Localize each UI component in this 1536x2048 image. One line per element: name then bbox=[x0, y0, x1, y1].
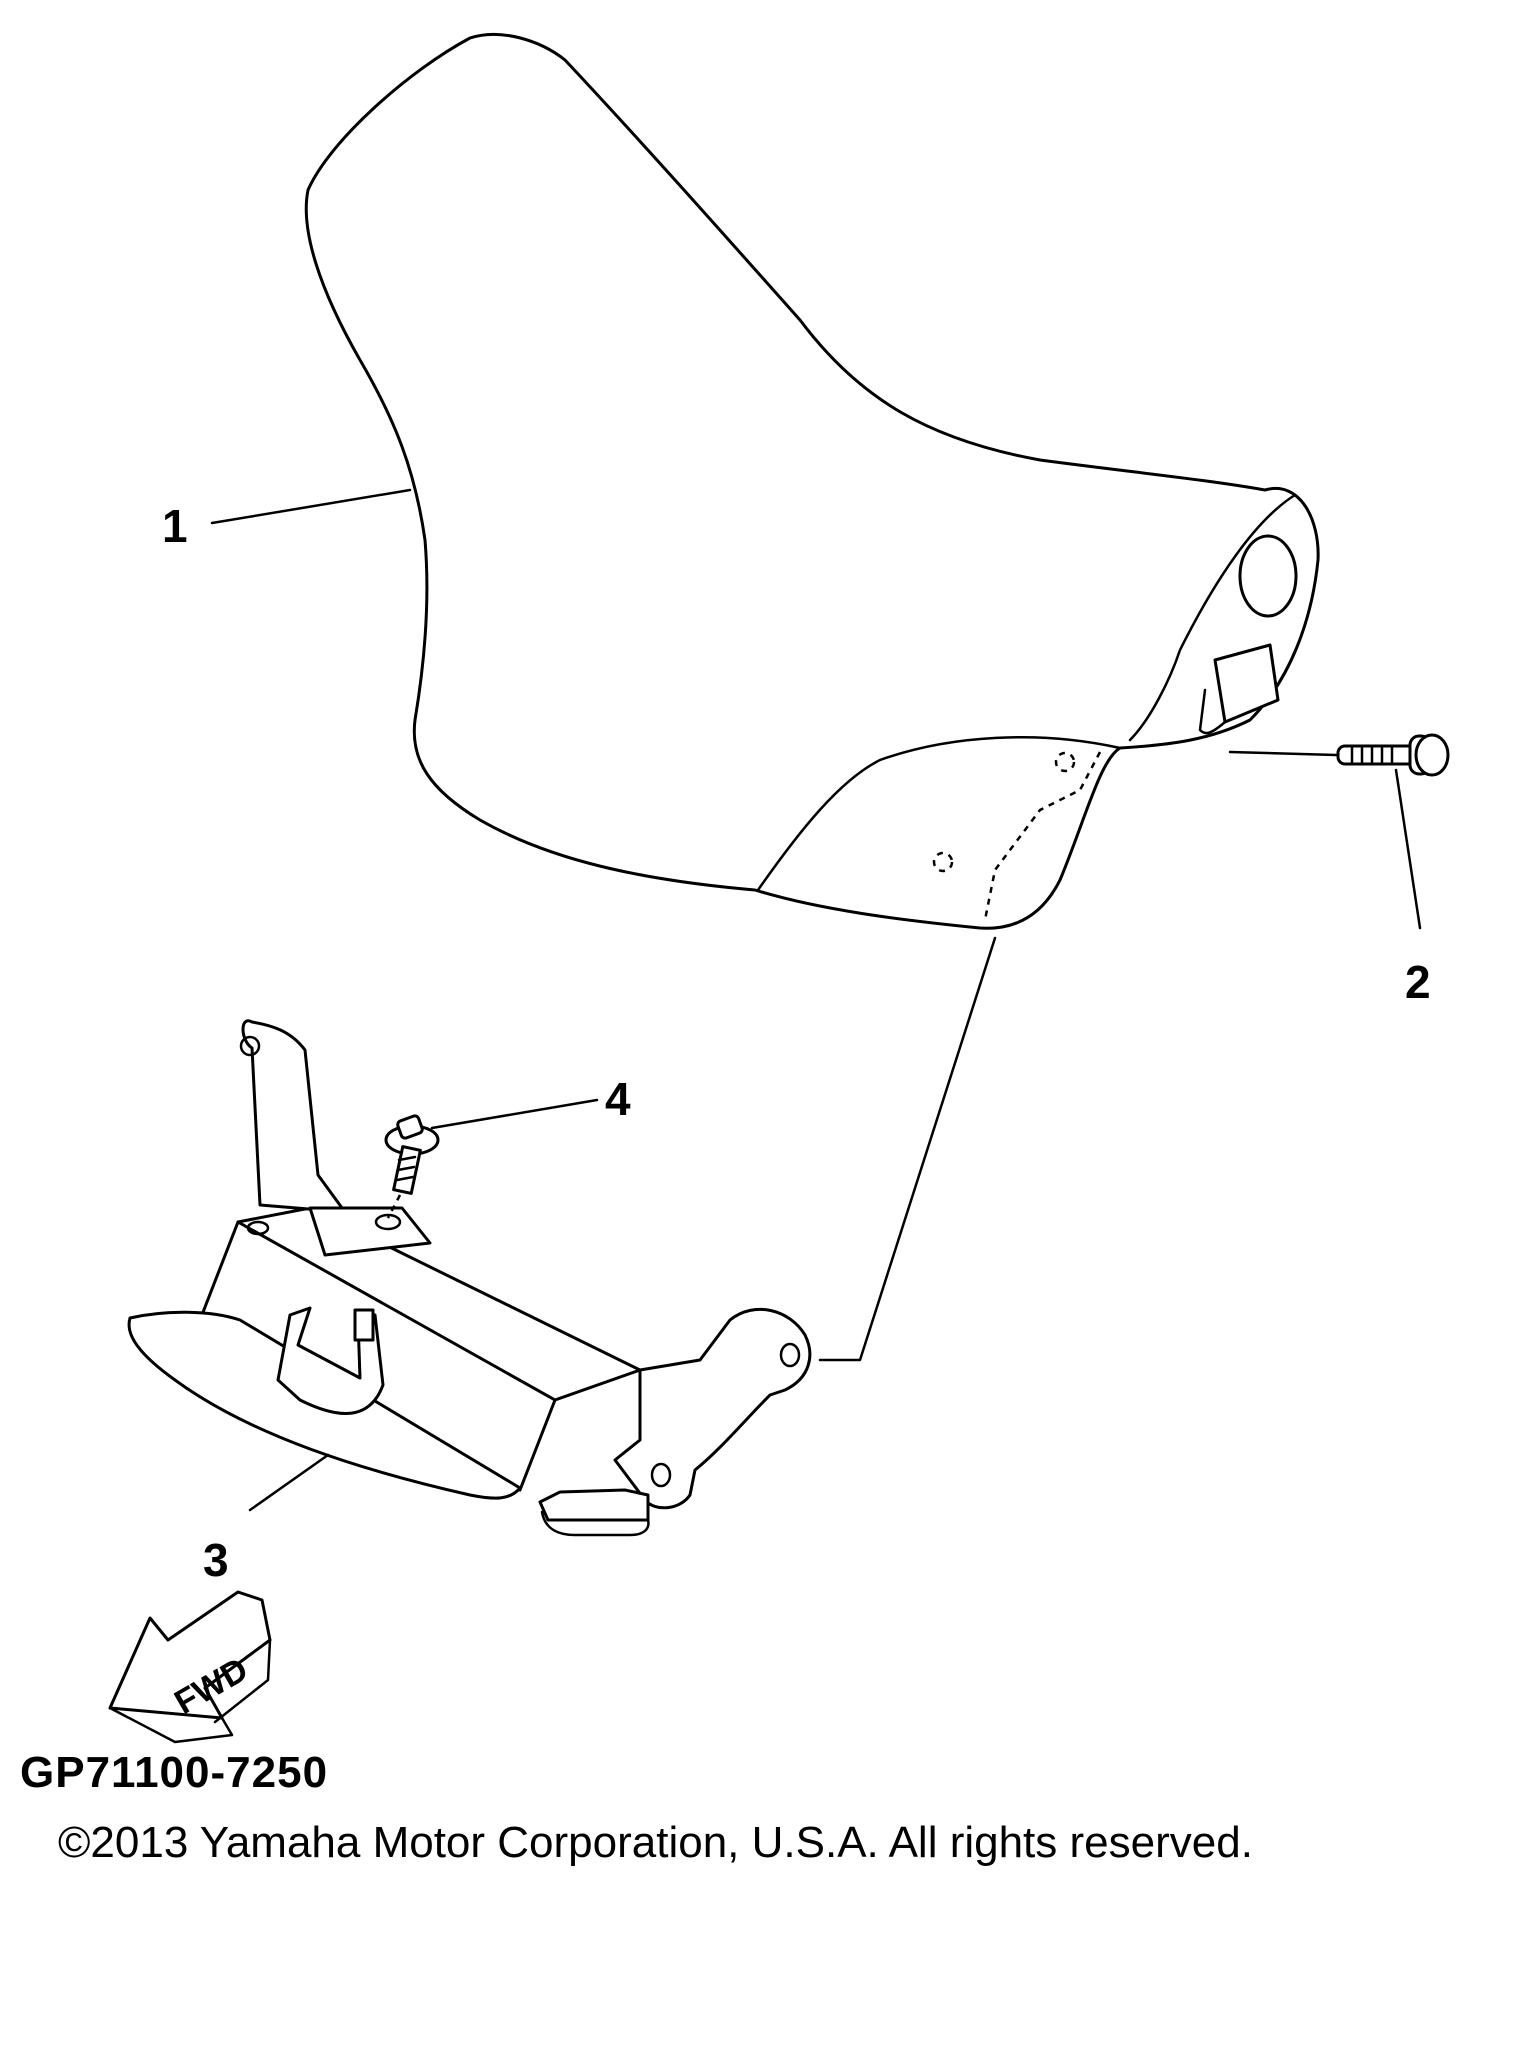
bolt-part-2 bbox=[1228, 733, 1450, 777]
bolt-part-4 bbox=[384, 1114, 440, 1219]
leader-line-2 bbox=[1394, 768, 1422, 930]
callout-3: 3 bbox=[203, 1534, 229, 1586]
callout-2: 2 bbox=[1405, 956, 1431, 1008]
bracket-part-3 bbox=[127, 936, 997, 1537]
copyright-notice: ©2013 Yamaha Motor Corporation, U.S.A. A… bbox=[58, 1818, 1253, 1867]
callout-4: 4 bbox=[605, 1073, 631, 1125]
fwd-arrow-icon: FWD bbox=[108, 1590, 272, 1744]
leader-line-1 bbox=[210, 488, 412, 525]
seat-part-1 bbox=[304, 32, 1320, 930]
callout-1: 1 bbox=[162, 500, 188, 552]
diagram-code: GP71100-7250 bbox=[20, 1748, 329, 1797]
leader-line-4 bbox=[430, 1098, 599, 1130]
leader-line-3 bbox=[248, 1453, 330, 1512]
